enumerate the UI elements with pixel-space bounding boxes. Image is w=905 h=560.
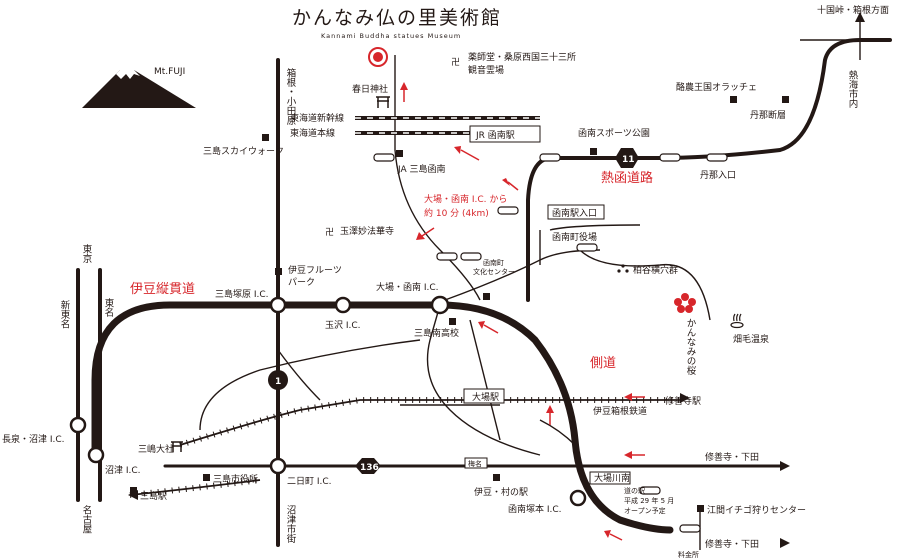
kasuga-shrine-label: 春日神社 bbox=[352, 83, 388, 95]
michi-no-eki-label-1: 道の駅 bbox=[624, 486, 645, 495]
tamazawa-ic-node bbox=[334, 296, 352, 314]
vertical-labels: 熱海市内 箱根・小田原 沼津市街 東京 新東名 東名 名古屋 かんなみの桜 畑毛… bbox=[59, 67, 859, 544]
mt-fuji-label: Mt.FUJI bbox=[154, 67, 185, 77]
cherry-blossom-icon bbox=[674, 293, 696, 313]
kannami-town-office-label: 函南町役場 bbox=[552, 231, 597, 243]
tumulus-icon bbox=[617, 264, 629, 273]
kannon-label: 観音霊場 bbox=[468, 64, 504, 76]
izu-hakone-railway-label: 伊豆箱根鉄道 bbox=[593, 405, 647, 417]
hot-spring-icon bbox=[730, 313, 744, 329]
izu-mura-no-eki-label: 伊豆・村の駅 bbox=[474, 486, 528, 498]
ja-mishima-kannami-label: JA 三島函南 bbox=[397, 163, 446, 175]
kannami-station-entrance-label: 函南駅入口 bbox=[552, 207, 597, 219]
gyokutaku-label: 玉澤妙法華寺 bbox=[340, 225, 394, 237]
svg-text:卍: 卍 bbox=[451, 57, 460, 68]
nichome-ic-node bbox=[269, 457, 287, 475]
tanna-dansou-label: 丹那断層 bbox=[750, 109, 786, 121]
tomei-label: 東名 bbox=[103, 297, 115, 318]
sokudo-label: 側道 bbox=[590, 356, 616, 371]
route-11-number: 11 bbox=[622, 155, 635, 165]
route-136-number: 136 bbox=[360, 463, 379, 473]
museum-subtitle: Kannami Buddha statues Museum bbox=[321, 32, 461, 40]
izu-fruits-park-label-1: 伊豆フルーツ bbox=[288, 264, 342, 276]
kannami-tsukamoto-ic-node bbox=[569, 489, 587, 507]
ryokinjo-label: 料金所 bbox=[678, 550, 699, 559]
tanna-iriguchi-label: 丹那入口 bbox=[700, 170, 736, 181]
map-labels: 十国峠・箱根方面 薬師堂・桑原西国三十三所 観音霊場 春日神社 東海道新幹線 東… bbox=[2, 4, 889, 559]
ohba-kawaminami-label: 大場川南 bbox=[594, 472, 630, 484]
mountain-icon bbox=[82, 70, 196, 108]
kannami-sakura-label: かんなみの桜 bbox=[685, 318, 697, 376]
interchanges bbox=[69, 295, 587, 507]
mishima-taisha-label: 三嶋大社 bbox=[138, 443, 174, 455]
hakone-odawara-label: 箱根・小田原 bbox=[285, 67, 297, 125]
junction-markers bbox=[373, 153, 728, 533]
izu-jukan-road bbox=[91, 301, 674, 534]
shin-tomei-label: 新東名 bbox=[59, 299, 71, 329]
nagaizumi-numazu-ic-node bbox=[69, 416, 87, 434]
numazu-city-label: 沼津市街 bbox=[285, 505, 297, 544]
from-ic-label-1: 大場・函南 I.C. から bbox=[424, 193, 507, 205]
tokaido-mainline-label: 東海道本線 bbox=[290, 127, 335, 139]
direction-arrows bbox=[128, 12, 865, 548]
mishima-tsukahara-ic-node bbox=[269, 296, 287, 314]
bunka-center-label-1: 函南町 bbox=[483, 258, 504, 267]
izu-jukan-road-label: 伊豆縦貫道 bbox=[130, 282, 195, 297]
mishima-city-office-label: 三島市役所 bbox=[213, 473, 258, 485]
ohba-kannami-ic-label: 大場・函南 I.C. bbox=[376, 281, 439, 293]
museum-title: かんなみ仏の里美術館 bbox=[292, 7, 502, 29]
shuzenji-station-label: 修善寺駅 bbox=[665, 395, 701, 407]
ohba-kannami-ic-node bbox=[430, 295, 450, 315]
jr-kannami-station-label: JR 函南駅 bbox=[475, 129, 515, 141]
top-right-destination-label: 十国峠・箱根方面 bbox=[817, 4, 889, 16]
arrow-icon bbox=[400, 82, 645, 541]
izu-fruits-park-label-2: パーク bbox=[288, 277, 315, 288]
shuzenji-shimoda-label-2: 修善寺・下田 bbox=[705, 538, 759, 550]
hatake-onsen-label: 畑毛温泉 bbox=[733, 333, 769, 345]
bunka-center-label-2: 文化センター bbox=[473, 267, 515, 276]
local-roads bbox=[199, 15, 861, 550]
tokaido-shinkansen-label: 東海道新幹線 bbox=[290, 112, 344, 124]
from-ic-label-2: 約 10 分 (4km) bbox=[424, 207, 489, 219]
michi-no-eki-label-3: オープン予定 bbox=[624, 506, 666, 515]
nishiki-label: 梅名 bbox=[468, 459, 482, 468]
route-1-number: 1 bbox=[275, 377, 281, 387]
museum-marker-icon bbox=[368, 47, 388, 67]
kashiwadani-label: 柏谷横穴群 bbox=[633, 264, 678, 276]
numazu-ic-label: 沼津 I.C. bbox=[105, 465, 141, 476]
netsukan-road bbox=[526, 156, 552, 302]
svg-text:卍: 卍 bbox=[325, 227, 334, 238]
route-shield-icon: 1 136 11 bbox=[268, 148, 639, 474]
kannami-sports-park-label: 函南スポーツ公園 bbox=[578, 127, 650, 139]
mishima-skywalk-label: 三島スカイウォーク bbox=[203, 145, 284, 157]
mishima-minami-hs-label: 三島南高校 bbox=[414, 327, 459, 339]
nagaizumi-numazu-ic-label: 長泉・沼津 I.C. bbox=[2, 433, 65, 445]
mishima-station-label: 三島駅 bbox=[140, 490, 167, 502]
mishima-tsukahara-ic-label: 三島塚原 I.C. bbox=[215, 288, 269, 300]
label-boxes bbox=[463, 125, 631, 485]
rakuno-okoku-label: 酪農王国オラッチェ bbox=[676, 81, 757, 93]
ohba-station-label: 大場駅 bbox=[472, 391, 499, 403]
michi-no-eki-label-2: 平成 29 年 5 月 bbox=[624, 496, 674, 505]
ema-ichigo-label: 江間イチゴ狩りセンター bbox=[707, 504, 806, 516]
shuzenji-shimoda-label-1: 修善寺・下田 bbox=[705, 451, 759, 463]
kannami-tsukamoto-ic-label: 函南塚本 I.C. bbox=[508, 503, 562, 515]
atami-city-label: 熱海市内 bbox=[847, 69, 859, 109]
netsukan-road-label: 熱函道路 bbox=[601, 170, 653, 186]
shrine-icon bbox=[171, 96, 390, 452]
nichome-ic-label: 二日町 I.C. bbox=[287, 476, 332, 487]
tokyo-label: 東京 bbox=[81, 243, 93, 264]
numazu-ic-node bbox=[87, 446, 105, 464]
temple-icon: 卍 卍 bbox=[325, 57, 460, 238]
yakushido-label: 薬師堂・桑原西国三十三所 bbox=[468, 51, 576, 63]
nagoya-label: 名古屋 bbox=[81, 504, 93, 534]
tamazawa-ic-label: 玉沢 I.C. bbox=[325, 319, 361, 331]
